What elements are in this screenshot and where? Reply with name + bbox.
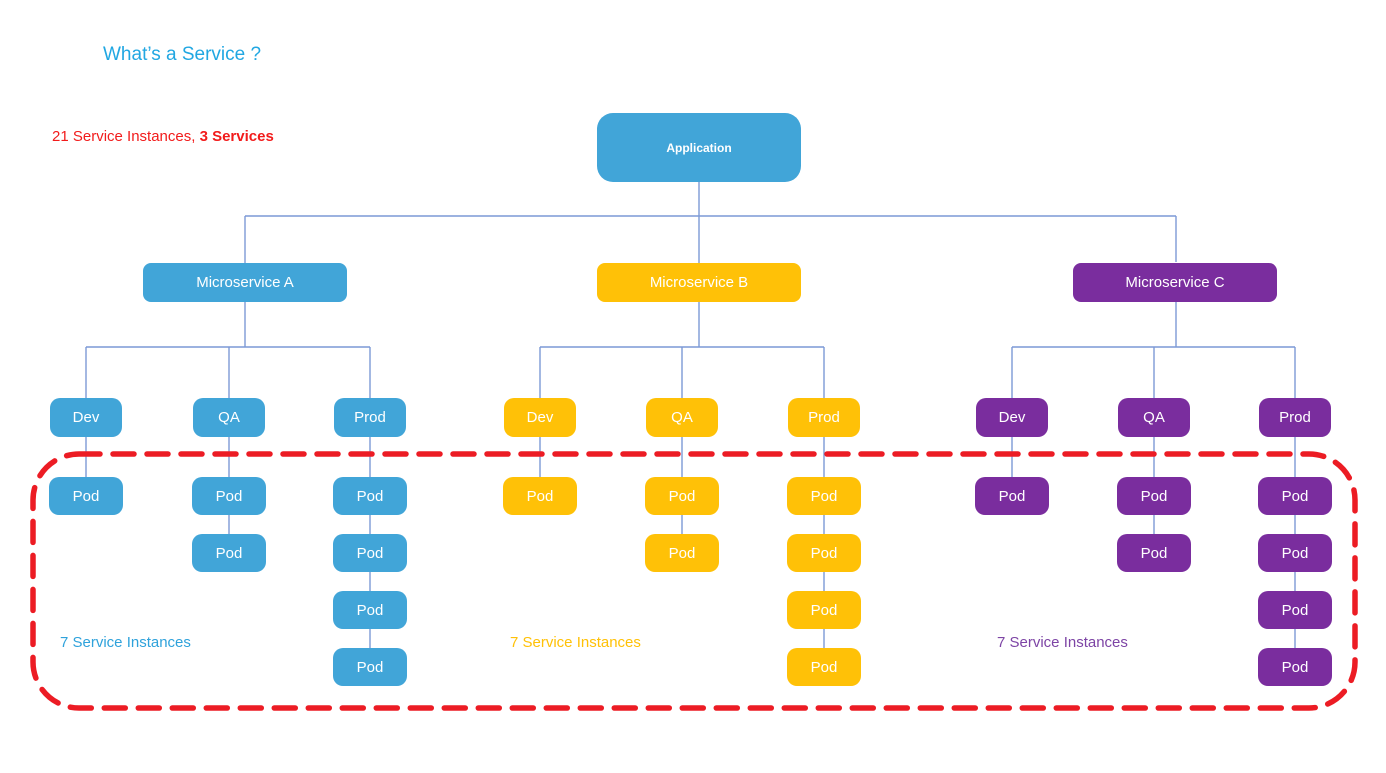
env-a-dev-node: Dev <box>50 398 122 437</box>
pod-node: Pod <box>192 534 266 572</box>
env-a-qa-node: QA <box>193 398 265 437</box>
pod-node: Pod <box>1258 648 1332 686</box>
pod-node: Pod <box>645 534 719 572</box>
pod-node: Pod <box>333 534 407 572</box>
summary-instances-count: 21 Service Instances, <box>52 128 200 145</box>
pod-node: Pod <box>645 477 719 515</box>
pod-node: Pod <box>975 477 1049 515</box>
microservice-b-node: Microservice B <box>597 263 801 302</box>
pod-node: Pod <box>1258 591 1332 629</box>
pod-node: Pod <box>1117 534 1191 572</box>
page-title: What’s a Service ? <box>103 44 262 65</box>
pod-node: Pod <box>1258 534 1332 572</box>
pod-node: Pod <box>787 477 861 515</box>
instances-label-b: 7 Service Instances <box>510 634 641 651</box>
instances-label-c: 7 Service Instances <box>997 634 1128 651</box>
pod-node: Pod <box>49 477 123 515</box>
pod-node: Pod <box>192 477 266 515</box>
env-b-qa-node: QA <box>646 398 718 437</box>
pod-node: Pod <box>333 477 407 515</box>
pod-node: Pod <box>1258 477 1332 515</box>
pod-node: Pod <box>787 534 861 572</box>
env-a-prod-node: Prod <box>334 398 406 437</box>
env-b-dev-node: Dev <box>504 398 576 437</box>
summary-services-count: 3 Services <box>199 128 274 145</box>
microservice-a-node: Microservice A <box>143 263 347 302</box>
pod-node: Pod <box>333 591 407 629</box>
env-b-prod-node: Prod <box>788 398 860 437</box>
env-c-qa-node: QA <box>1118 398 1190 437</box>
microservice-c-node: Microservice C <box>1073 263 1277 302</box>
pod-node: Pod <box>787 591 861 629</box>
pod-node: Pod <box>333 648 407 686</box>
env-c-prod-node: Prod <box>1259 398 1331 437</box>
env-c-dev-node: Dev <box>976 398 1048 437</box>
pod-node: Pod <box>787 648 861 686</box>
pod-node: Pod <box>1117 477 1191 515</box>
pod-node: Pod <box>503 477 577 515</box>
application-node: Application <box>597 113 801 182</box>
summary-text: 21 Service Instances, 3 Services <box>52 128 274 145</box>
instances-label-a: 7 Service Instances <box>60 634 191 651</box>
